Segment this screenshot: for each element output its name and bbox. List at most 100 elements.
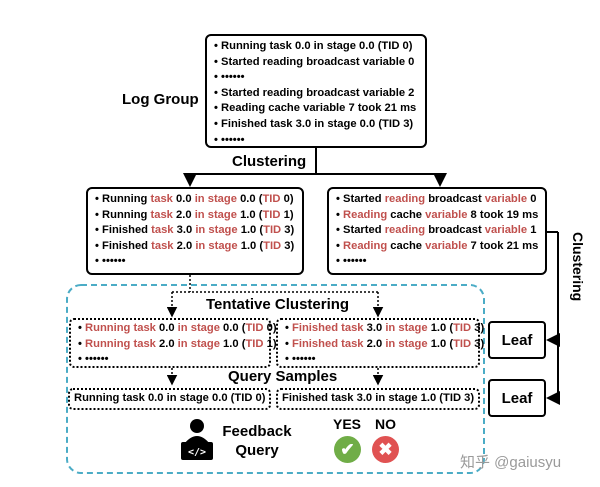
template-token: in stage — [194, 208, 237, 221]
log-line: • •••••• — [214, 71, 245, 84]
right-cluster-lines: • Started reading broadcast variable 0• … — [329, 189, 545, 270]
template-token: TID — [263, 224, 282, 237]
template-token: TID — [453, 322, 472, 334]
log-text: 7 took 21 ms — [467, 239, 539, 252]
log-text: 2.0 — [173, 239, 196, 252]
log-text: • •••••• — [95, 255, 126, 268]
tentative-left-box: • Running task 0.0 in stage 0.0 (TID 0)•… — [69, 318, 277, 368]
log-text: • Running — [95, 193, 151, 205]
log-text: 3.0 — [173, 224, 196, 237]
left-cluster-box: • Running task 0.0 in stage 0.0 (TID 0)•… — [86, 187, 304, 275]
watermark: 知乎 @gaiusyu — [460, 454, 562, 471]
log-text: 0.0 — [155, 322, 178, 334]
log-text: • •••••• — [285, 353, 316, 366]
log-line: • Finished task 3.0 in stage 0.0 (TID 3) — [214, 117, 414, 130]
log-line: • •••••• — [285, 352, 474, 368]
query-sample-right-text: Finished task 3.0 in stage 1.0 (TID 3) — [282, 392, 475, 404]
template-token: Reading — [343, 208, 388, 221]
template-token: variable — [425, 239, 468, 252]
query-sample-right: Finished task 3.0 in stage 1.0 (TID 3) — [276, 388, 480, 410]
tentative-right-box: • Finished task 3.0 in stage 1.0 (TID 3)… — [276, 318, 484, 368]
developer-icon: </> — [181, 419, 213, 460]
log-line: • •••••• — [95, 254, 298, 270]
template-token: in stage — [177, 337, 220, 350]
template-token: TID — [245, 322, 264, 334]
log-text: • Running — [95, 208, 151, 221]
log-text: 3) — [471, 337, 485, 350]
log-line: • Reading cache variable 7 took 21 ms — [336, 239, 541, 255]
tentative-left-lines: • Running task 0.0 in stage 0.0 (TID 0)•… — [71, 320, 277, 368]
log-line: • Started reading broadcast variable 1 — [336, 223, 541, 239]
log-text: 1.0 ( — [236, 208, 263, 221]
log-text: 3) — [281, 239, 295, 252]
feedback-label: Feedback — [222, 423, 292, 440]
log-text: 1) — [280, 208, 294, 221]
log-line: • Running task 0.0 in stage 0.0 (TID 0) — [214, 40, 413, 52]
log-line: • Finished task 3.0 in stage 1.0 (TID 3) — [285, 321, 484, 337]
log-line: • Running task 0.0 in stage 0.0 (TID 0) — [78, 321, 277, 337]
template-token: task — [150, 208, 173, 221]
cross-icon: ✖ — [372, 436, 399, 463]
template-token: in stage — [385, 337, 428, 350]
log-text: • •••••• — [78, 353, 109, 366]
log-text: 1 — [527, 224, 537, 237]
log-text: 2.0 — [363, 337, 386, 350]
template-token: task — [150, 193, 173, 205]
log-text: • — [285, 322, 293, 334]
log-line: • Finished task 2.0 in stage 1.0 (TID 3) — [95, 239, 298, 255]
log-line: • Started reading broadcast variable 0 — [336, 192, 541, 208]
log-text: 0.0 ( — [219, 322, 246, 334]
log-text: • Finished — [95, 239, 152, 252]
log-text: 1.0 ( — [427, 337, 454, 350]
template-token: variable — [484, 193, 528, 205]
template-token: variable — [425, 208, 468, 221]
log-text: 3) — [281, 224, 295, 237]
right-cluster-box: • Started reading broadcast variable 0• … — [327, 187, 547, 275]
log-line: • Finished task 2.0 in stage 1.0 (TID 3) — [285, 337, 484, 353]
tentative-clustering-title: Tentative Clustering — [206, 296, 350, 313]
yes-label: YES — [333, 416, 362, 432]
log-text: 3) — [471, 322, 485, 334]
template-token: task — [151, 224, 174, 237]
template-token: in stage — [177, 322, 220, 334]
query-samples-title: Query Samples — [228, 368, 338, 385]
log-text: 0.0 — [172, 193, 195, 205]
log-line: • Reading cache variable 7 took 21 ms — [214, 102, 417, 115]
template-token: Finished task — [292, 322, 364, 334]
log-text: • — [78, 337, 86, 350]
template-token: in stage — [195, 224, 238, 237]
log-line: • Running task 2.0 in stage 1.0 (TID 1) — [95, 208, 298, 224]
log-text: • Started — [336, 224, 385, 237]
log-line: • Started reading broadcast variable 2 — [214, 86, 415, 99]
log-text: 3.0 — [363, 322, 386, 334]
log-text: • — [285, 337, 293, 350]
template-token: Running task — [85, 322, 156, 334]
log-line: • Running task 2.0 in stage 1.0 (TID 1) — [78, 337, 277, 353]
template-token: in stage — [194, 193, 237, 205]
template-token: in stage — [195, 239, 238, 252]
log-text: 2.0 — [172, 208, 195, 221]
log-text: 0 — [527, 193, 537, 205]
log-text: 1.0 ( — [219, 337, 246, 350]
template-token: Reading — [343, 239, 388, 252]
log-line: • Reading cache variable 8 took 19 ms — [336, 208, 541, 224]
log-text: • •••••• — [336, 255, 367, 268]
no-label: NO — [375, 416, 396, 432]
template-token: TID — [262, 208, 281, 221]
log-text: 2.0 — [155, 337, 178, 350]
log-text: 1.0 ( — [237, 224, 264, 237]
leaf-node-top: Leaf — [488, 321, 546, 359]
log-group-box: • Running task 0.0 in stage 0.0 (TID 0) •… — [205, 34, 427, 148]
template-token: TID — [262, 193, 281, 205]
log-text: 0) — [280, 193, 294, 205]
log-line: • •••••• — [336, 254, 541, 270]
svg-text:</>: </> — [188, 447, 206, 458]
log-line: • •••••• — [214, 133, 245, 146]
template-token: Running task — [85, 337, 156, 350]
template-token: in stage — [385, 322, 428, 334]
template-token: reading — [384, 193, 426, 205]
query-label: Query — [235, 442, 279, 459]
template-token: task — [151, 239, 174, 252]
log-text: • — [336, 239, 344, 252]
